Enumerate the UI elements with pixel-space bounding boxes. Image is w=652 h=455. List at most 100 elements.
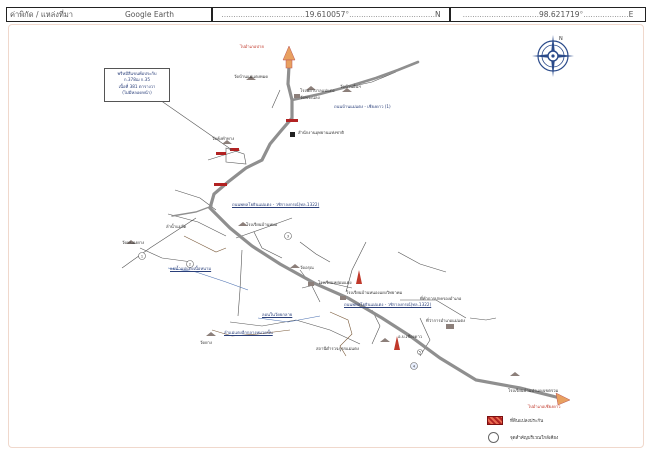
header-lat-hemisphere: N [434, 10, 441, 19]
minor-road [253, 231, 283, 259]
blue-road [257, 315, 321, 323]
blue-roads [167, 267, 321, 323]
minor-road [419, 317, 431, 357]
river [329, 311, 353, 357]
parcel-marker-icon [230, 148, 239, 151]
building-icon [308, 282, 314, 286]
south-arrow-icon [555, 392, 571, 406]
minor-road [139, 247, 193, 263]
temple-icon [238, 222, 248, 226]
temple-icon [206, 332, 216, 336]
minor-road [295, 319, 361, 345]
place-label: โรงเรียนบ้านหนองแยงวิทยาคม [346, 290, 403, 295]
place-label: โรงเรียนหย่อมแตง [318, 280, 352, 285]
minor-road [345, 241, 367, 293]
place-label: สำนักงานอุทยานแห่งชาติ [298, 130, 344, 135]
header-source-cell: ค่าพิกัด / แหล่งที่มา Google Earth [6, 7, 212, 22]
temple-icon [510, 372, 520, 376]
destination-label-bottom: ไปอำเภอเชียงดาว [528, 404, 561, 409]
callout-line: พรีหมีสีแขนพ้อประกับ [117, 71, 157, 76]
minor-roads [121, 71, 497, 357]
legend-landmark-circle-icon [488, 432, 499, 443]
minor-road [397, 251, 447, 273]
callout-leader [159, 99, 233, 151]
blue-road [167, 267, 249, 291]
place-label: โรงเรียนบ้านหมอ [246, 222, 278, 227]
building-icon [446, 324, 454, 329]
parcel-marker-icon [214, 183, 227, 186]
branch-road [171, 205, 213, 217]
marker-number: 4 [413, 364, 416, 368]
place-label: ที่ทำการปกครองอำเภอ [420, 296, 462, 301]
parcel-marker-icon [216, 152, 226, 155]
minor-road [299, 241, 331, 263]
callout-line: ก.378ฌ ก.35 [124, 77, 150, 83]
north-arrow-icon [282, 45, 296, 61]
header-source: Google Earth [125, 10, 174, 19]
landmarks [126, 76, 520, 376]
marker-number: 3 [287, 234, 289, 238]
river-label: ลำแม่แตงอีกกลางหมวดนั้น [224, 330, 273, 335]
header-longitude-cell: ................................98.62171… [450, 7, 646, 22]
place-label: โรงพยาบาลแม่แตง [300, 88, 335, 93]
rivers [183, 235, 353, 357]
river [211, 329, 291, 337]
river-label: แม่น้ำแม่แตงเนื้อหนาม [170, 266, 212, 271]
road-label: ถนนพหลโยธินแม่แตง - วชิราลงกรณ์(ทล.1322) [344, 302, 432, 307]
tower-icon [394, 336, 400, 350]
legend-landmark-label: จุดสำคัญบริเวณใกล้เคียง [510, 436, 559, 441]
minor-road [229, 319, 297, 327]
building-icon [340, 296, 346, 300]
legend-parcel-label: ที่ดินแปลงประกัน [510, 419, 544, 424]
tower-icon [356, 270, 362, 284]
temple-icon [306, 86, 316, 90]
numbered-markers [138, 232, 423, 370]
header-latitude: 19.610057 [304, 10, 346, 19]
callout-line: เนื้อที่ 381 ตารางวา [118, 83, 156, 89]
callout-line: (ไม่มีหลอดหน้า) [122, 89, 152, 95]
office-icon [290, 132, 295, 137]
place-label: วัดคุ้งทำทาง [212, 136, 235, 141]
temple-icon [126, 240, 136, 244]
header-longitude: 98.621719 [538, 10, 580, 19]
destination-label-top: ไปอำเภอปาย [240, 44, 264, 49]
river-label: ลำน้ำแม่งัด [166, 224, 187, 229]
compass-north-label: N [559, 36, 563, 42]
temple-icon [290, 264, 300, 268]
temple-icon [246, 76, 256, 80]
building-icon [294, 94, 300, 98]
header-latitude-cell: ...................................19.61… [212, 7, 450, 22]
place-label: อ.บ.เชียงดาว [398, 334, 423, 339]
minor-road [400, 299, 467, 319]
parcel-markers [214, 119, 298, 186]
place-label: ที่ว่าการอำเภอแม่แตง [426, 318, 466, 323]
temple-icon [380, 338, 390, 342]
secondary-highway [290, 60, 420, 102]
marker-number: 2 [189, 262, 191, 266]
village-block [225, 147, 247, 165]
road-label: ถนนพหลโยธินแม่แตง - วชิราลงกรณ์(ทล.1322) [232, 202, 320, 207]
marker-number: 1 [141, 254, 143, 258]
parcel-marker-icon [286, 119, 298, 122]
place-label: วัดบ้านแม่แตงหมด [234, 74, 269, 79]
header-lon-hemisphere: E [628, 10, 634, 19]
temple-icon [222, 140, 232, 144]
header-label: ค่าพิกัด / แหล่งที่มา [10, 10, 74, 19]
tower-icons [356, 270, 400, 350]
minor-road [167, 213, 227, 237]
place-label: วัดอรุณ [300, 265, 314, 270]
minor-road [271, 89, 281, 109]
marker-number: 5 [419, 350, 421, 354]
minor-road [121, 217, 197, 269]
place-label: วัดยาง [200, 340, 212, 345]
place-label: วัดพระแลง [300, 95, 320, 100]
road-label: ถนนบ้านแม่แตง - เชียงดาว (1) [334, 104, 391, 109]
minor-road [235, 217, 293, 239]
place-label: โรงเรียนบ้านป่าแดงเขตรวม [508, 388, 559, 393]
minor-road [237, 249, 243, 317]
legend-parcel-swatch [487, 416, 503, 425]
minor-road [469, 317, 497, 321]
main-highway [208, 64, 562, 400]
